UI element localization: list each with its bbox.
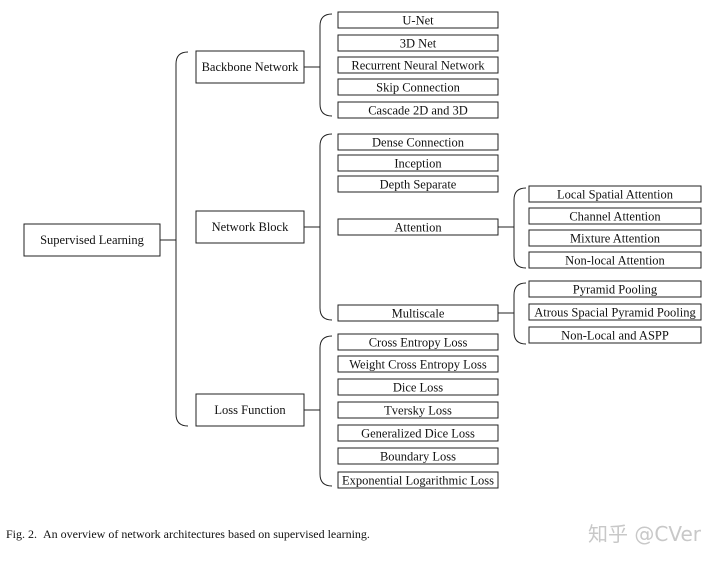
node-boundary-loss: Boundary Loss <box>337 447 499 465</box>
svg-text:Dice Loss: Dice Loss <box>393 381 443 395</box>
node-dice-loss: Dice Loss <box>337 378 499 396</box>
brace-root <box>175 51 189 427</box>
figure-caption: Fig. 2. An overview of network architect… <box>6 527 720 542</box>
brace-loss <box>319 335 333 487</box>
node-3d-net: 3D Net <box>337 34 499 52</box>
svg-text:Local Spatial Attention: Local Spatial Attention <box>557 188 674 202</box>
svg-text:Pyramid Pooling: Pyramid Pooling <box>573 283 658 297</box>
node-local-spatial-attention: Local Spatial Attention <box>528 185 702 203</box>
svg-text:Multiscale: Multiscale <box>392 307 445 321</box>
svg-text:Network Block: Network Block <box>212 220 289 234</box>
node-pyramid-pooling: Pyramid Pooling <box>528 280 702 298</box>
brace-multiscale <box>513 282 527 345</box>
svg-text:Depth Separate: Depth Separate <box>380 178 457 192</box>
figure-number: Fig. 2. <box>6 527 38 541</box>
node-root: Supervised Learning <box>23 223 161 257</box>
node-atrous-spacial-pyramid-pooling: Atrous Spacial Pyramid Pooling <box>528 303 702 321</box>
node-cascade-2d-3d: Cascade 2D and 3D <box>337 101 499 119</box>
node-non-local-attention: Non-local Attention <box>528 251 702 269</box>
node-mixture-attention: Mixture Attention <box>528 229 702 247</box>
svg-text:Mixture Attention: Mixture Attention <box>570 232 661 246</box>
svg-text:Non-local Attention: Non-local Attention <box>565 254 665 268</box>
svg-text:Boundary Loss: Boundary Loss <box>380 450 456 464</box>
node-backbone-network: Backbone Network <box>195 50 305 84</box>
node-u-net: U-Net <box>337 11 499 29</box>
node-skip-connection: Skip Connection <box>337 78 499 96</box>
node-exponential-logarithmic-loss: Exponential Logarithmic Loss <box>337 471 499 489</box>
node-recurrent-neural-network: Recurrent Neural Network <box>337 56 499 74</box>
node-non-local-aspp: Non-Local and ASPP <box>528 326 702 344</box>
svg-text:Attention: Attention <box>394 221 442 235</box>
svg-text:Inception: Inception <box>394 157 442 171</box>
svg-text:Dense Connection: Dense Connection <box>372 136 465 150</box>
svg-text:3D Net: 3D Net <box>400 37 437 51</box>
svg-text:Cascade 2D and 3D: Cascade 2D and 3D <box>368 104 468 118</box>
node-cross-entropy-loss: Cross Entropy Loss <box>337 333 499 351</box>
watermark: 知乎 @CVer <box>588 522 701 546</box>
svg-text:Skip Connection: Skip Connection <box>376 81 460 95</box>
node-attention: Attention <box>337 218 499 236</box>
node-inception: Inception <box>337 154 499 172</box>
svg-text:U-Net: U-Net <box>402 14 434 28</box>
caption-text: An overview of network architectures bas… <box>43 527 370 541</box>
node-depth-separate: Depth Separate <box>337 175 499 193</box>
brace-block <box>319 133 333 321</box>
svg-text:Exponential Logarithmic Loss: Exponential Logarithmic Loss <box>342 474 494 488</box>
svg-text:Atrous Spacial Pyramid Pooling: Atrous Spacial Pyramid Pooling <box>534 306 696 320</box>
svg-text:Loss Function: Loss Function <box>214 403 286 417</box>
svg-text:Cross Entropy Loss: Cross Entropy Loss <box>369 336 468 350</box>
node-channel-attention: Channel Attention <box>528 207 702 225</box>
svg-text:Tversky Loss: Tversky Loss <box>384 404 452 418</box>
node-tversky-loss: Tversky Loss <box>337 401 499 419</box>
svg-text:Generalized Dice Loss: Generalized Dice Loss <box>361 427 475 441</box>
architecture-tree-diagram: Supervised Learning Backbone Network Net… <box>23 11 702 489</box>
svg-text:Supervised Learning: Supervised Learning <box>40 233 145 247</box>
node-weight-cross-entropy-loss: Weight Cross Entropy Loss <box>337 355 499 373</box>
node-multiscale: Multiscale <box>337 304 499 322</box>
brace-attention <box>513 187 527 269</box>
node-generalized-dice-loss: Generalized Dice Loss <box>337 424 499 442</box>
svg-text:Channel Attention: Channel Attention <box>569 210 661 224</box>
brace-backbone <box>319 13 333 117</box>
svg-text:Recurrent Neural Network: Recurrent Neural Network <box>351 59 485 73</box>
svg-text:Weight Cross Entropy Loss: Weight Cross Entropy Loss <box>349 358 487 372</box>
node-dense-connection: Dense Connection <box>337 133 499 151</box>
svg-text:Backbone Network: Backbone Network <box>202 60 300 74</box>
svg-text:Non-Local and ASPP: Non-Local and ASPP <box>561 329 669 343</box>
node-loss-function: Loss Function <box>195 393 305 427</box>
node-network-block: Network Block <box>195 210 305 244</box>
